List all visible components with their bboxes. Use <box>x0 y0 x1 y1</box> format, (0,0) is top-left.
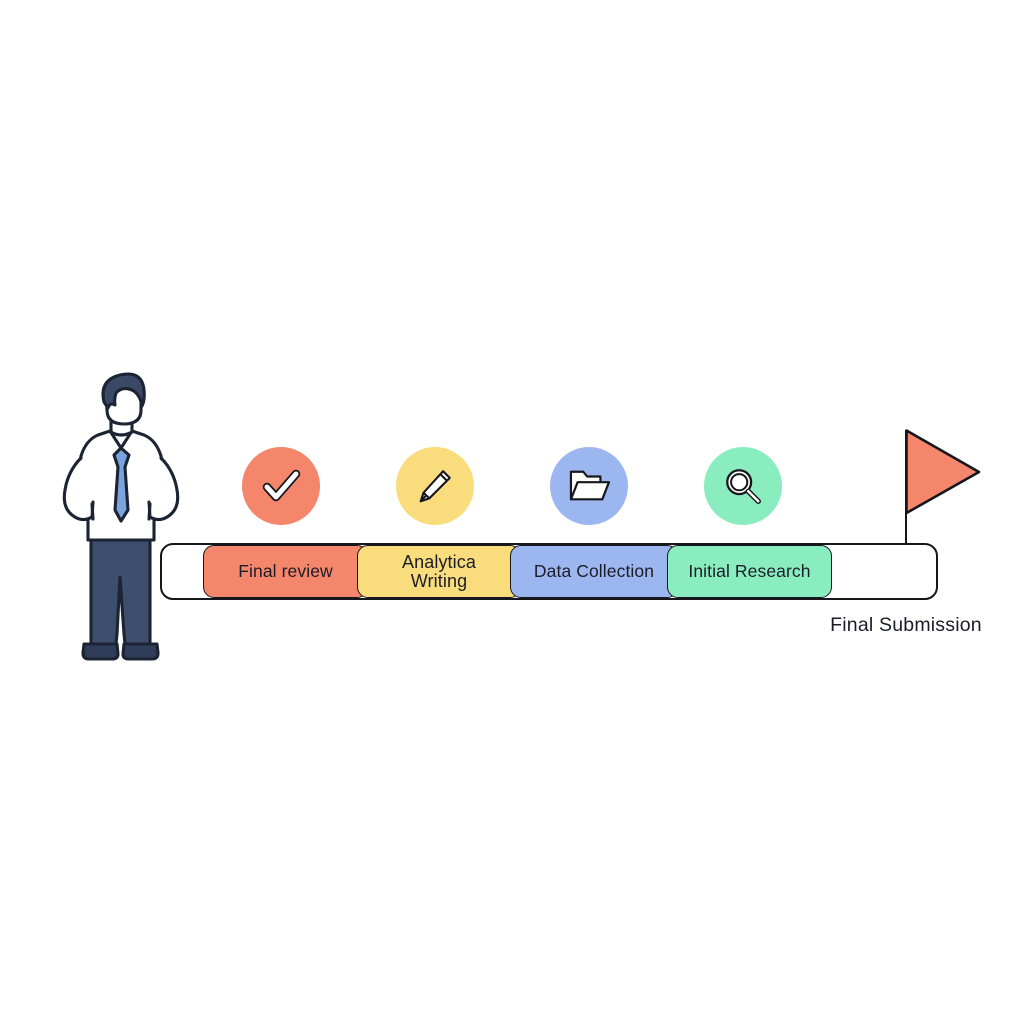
folder-icon[interactable] <box>550 447 628 525</box>
businessman-illustration <box>44 372 194 664</box>
timeline-segment-label: Data Collection <box>533 561 655 582</box>
timeline-segment-end-gap <box>832 545 936 598</box>
check-icon[interactable] <box>242 447 320 525</box>
milestone-label: Final Submission <box>830 614 982 636</box>
pen-icon[interactable] <box>396 447 474 525</box>
timeline-segment-label: Final review <box>238 561 333 582</box>
flag-pole <box>905 430 908 578</box>
timeline-segment-label: Initial Research <box>688 561 811 582</box>
timeline-segment-start-gap <box>162 545 203 598</box>
flag-icon <box>903 427 981 517</box>
search-icon[interactable] <box>704 447 782 525</box>
timeline-segment-analytica-writing[interactable]: Analytica Writing <box>357 545 521 598</box>
timeline-segment-final-review[interactable]: Final review <box>203 545 368 598</box>
timeline-segments: Final review Analytica Writing Data Coll… <box>162 545 936 598</box>
timeline-segment-label: Analytica Writing <box>402 552 476 591</box>
timeline-segment-data-collection[interactable]: Data Collection <box>510 545 678 598</box>
timeline-segment-initial-research[interactable]: Initial Research <box>667 545 832 598</box>
